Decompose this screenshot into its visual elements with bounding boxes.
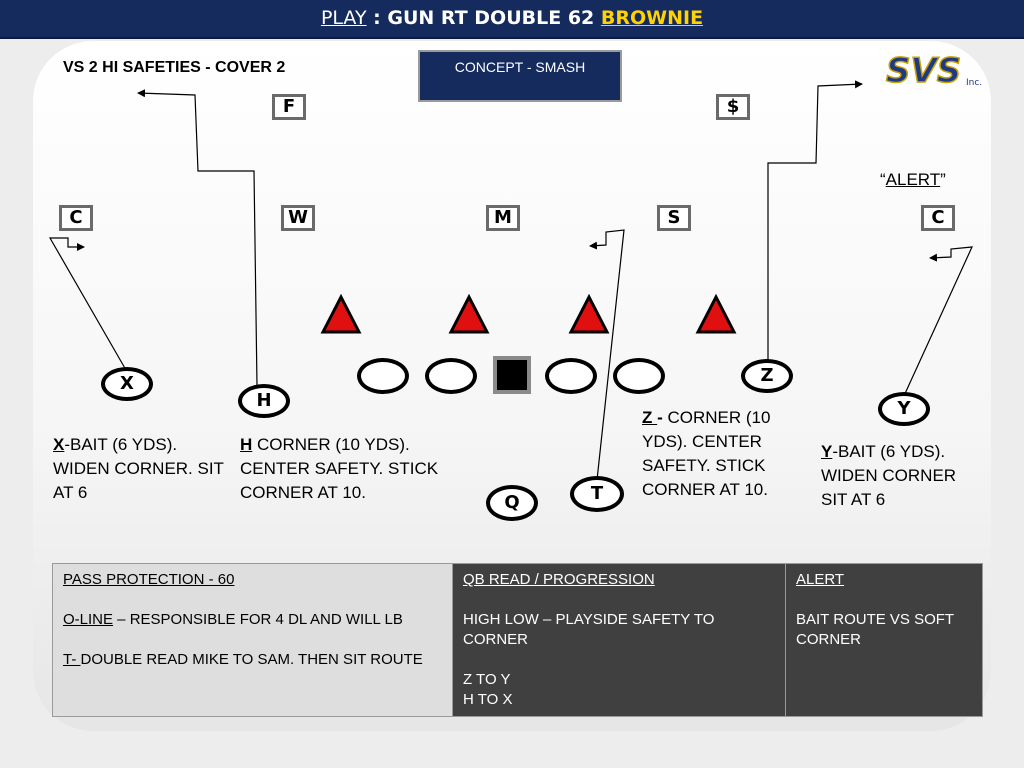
note-x: X-BAIT (6 YDS). WIDEN CORNER. SIT AT 6 bbox=[53, 433, 228, 505]
concept-box: CONCEPT - SMASH bbox=[418, 50, 622, 102]
route-h bbox=[137, 89, 258, 387]
route-z bbox=[767, 80, 863, 360]
svs-logo: SVS Inc. bbox=[885, 52, 982, 92]
alert-quote-open: “ bbox=[880, 170, 886, 189]
defender-corner-left: C bbox=[59, 205, 93, 231]
t-assignment: T- DOUBLE READ MIKE TO SAM. THEN SIT ROU… bbox=[63, 650, 442, 670]
player-h: H bbox=[238, 384, 290, 418]
offensive-lineman bbox=[613, 358, 665, 394]
play-name: GUN RT DOUBLE 62 bbox=[387, 7, 601, 29]
route-t bbox=[589, 229, 625, 481]
note-h-text: CORNER (10 YDS). CENTER SAFETY. STICK CO… bbox=[240, 435, 439, 502]
player-qb: Q bbox=[486, 485, 538, 521]
t-text: DOUBLE READ MIKE TO SAM. THEN SIT ROUTE bbox=[80, 651, 423, 668]
defender-free-safety: F bbox=[272, 94, 306, 120]
note-z-text: CORNER (10 YDS). CENTER SAFETY. STICK CO… bbox=[642, 408, 771, 499]
alert-word: ALERT bbox=[885, 170, 941, 189]
dl-triangle bbox=[695, 293, 737, 334]
note-z-letter: Z bbox=[642, 408, 658, 427]
qb-read-line-3: H TO X bbox=[463, 691, 513, 708]
qb-read-line-2: Z TO Y bbox=[463, 671, 511, 688]
alert-line-1: BAIT ROUTE VS SOFT CORNER bbox=[796, 611, 954, 648]
player-z: Z bbox=[741, 359, 793, 393]
note-h-letter: H bbox=[240, 435, 253, 454]
qb-read-line-1: HIGH LOW – PLAYSIDE SAFETY TO CORNER bbox=[463, 611, 715, 648]
route-y bbox=[902, 246, 973, 399]
alert-header: ALERT bbox=[796, 571, 845, 588]
alert-quote-close: ” bbox=[940, 170, 946, 189]
defender-corner-right: C bbox=[921, 205, 955, 231]
alert-callout: “ALERT” bbox=[880, 170, 946, 190]
note-x-letter: X bbox=[53, 435, 65, 454]
play-label: PLAY bbox=[320, 7, 367, 29]
defender-strong-safety: $ bbox=[716, 94, 750, 120]
dl-triangle bbox=[320, 293, 362, 334]
note-z-dash: - bbox=[657, 408, 668, 427]
note-y: Y-BAIT (6 YDS). WIDEN CORNER SIT AT 6 bbox=[821, 440, 986, 512]
t-label: T- bbox=[63, 651, 81, 668]
logo-suffix: Inc. bbox=[966, 78, 982, 88]
oline-label: O-LINE bbox=[63, 611, 114, 628]
dl-triangle bbox=[568, 293, 610, 334]
play-tag: BROWNIE bbox=[600, 7, 704, 29]
player-x: X bbox=[101, 367, 153, 401]
qb-read-cell: QB READ / PROGRESSION HIGH LOW – PLAYSID… bbox=[452, 563, 786, 717]
note-h: H CORNER (10 YDS). CENTER SAFETY. STICK … bbox=[240, 433, 445, 505]
logo-text: SVS bbox=[886, 52, 961, 91]
offensive-lineman bbox=[425, 358, 477, 394]
offensive-lineman bbox=[357, 358, 409, 394]
alert-cell: ALERT BAIT ROUTE VS SOFT CORNER bbox=[785, 563, 983, 717]
defender-sam: S bbox=[657, 205, 691, 231]
route-x bbox=[48, 237, 127, 371]
dl-triangle bbox=[448, 293, 490, 334]
player-y: Y bbox=[878, 392, 930, 426]
coverage-label: VS 2 HI SAFETIES - COVER 2 bbox=[63, 59, 286, 76]
note-x-text: -BAIT (6 YDS). WIDEN CORNER. SIT AT 6 bbox=[53, 435, 224, 502]
protection-cell: PASS PROTECTION - 60 O-LINE – RESPONSIBL… bbox=[52, 563, 453, 717]
oline-text: – RESPONSIBLE FOR 4 DL AND WILL LB bbox=[113, 611, 403, 628]
oline-assignment: O-LINE – RESPONSIBLE FOR 4 DL AND WILL L… bbox=[63, 610, 442, 630]
center-square bbox=[493, 356, 531, 394]
offensive-lineman bbox=[545, 358, 597, 394]
defender-mike: M bbox=[486, 205, 520, 231]
note-y-text: -BAIT (6 YDS). WIDEN CORNER SIT AT 6 bbox=[821, 442, 957, 509]
play-info-table: PASS PROTECTION - 60 O-LINE – RESPONSIBL… bbox=[52, 563, 983, 717]
protection-header: PASS PROTECTION - 60 bbox=[63, 571, 235, 588]
note-y-letter: Y bbox=[821, 442, 833, 461]
player-t: T bbox=[570, 476, 624, 512]
title-separator: : bbox=[366, 7, 388, 29]
title-bar: PLAY : GUN RT DOUBLE 62 BROWNIE bbox=[0, 0, 1024, 39]
defender-will: W bbox=[281, 205, 315, 231]
note-z: Z - CORNER (10 YDS). CENTER SAFETY. STIC… bbox=[642, 406, 802, 502]
qb-read-header: QB READ / PROGRESSION bbox=[463, 571, 655, 588]
